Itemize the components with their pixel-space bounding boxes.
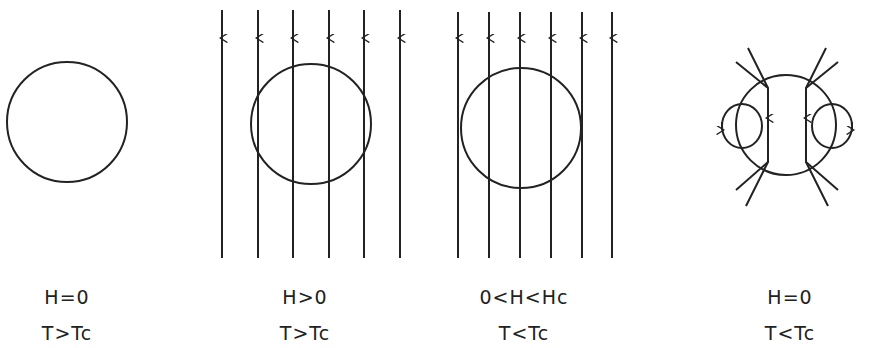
condition-label: 0<H<Hc [480,286,569,308]
sample-circle [736,75,836,175]
sample-circle [251,64,371,184]
condition-label: H=0 [767,286,812,308]
sample-circle [7,62,127,182]
condition-label: T>Tc [42,322,92,344]
field-lines [222,10,612,258]
condition-label: T<Tc [499,322,549,344]
condition-label: H>0 [282,286,327,308]
condition-label: T>Tc [280,322,330,344]
condition-label: T<Tc [765,322,815,344]
trapped-flux [722,48,852,206]
condition-label: H=0 [44,286,89,308]
